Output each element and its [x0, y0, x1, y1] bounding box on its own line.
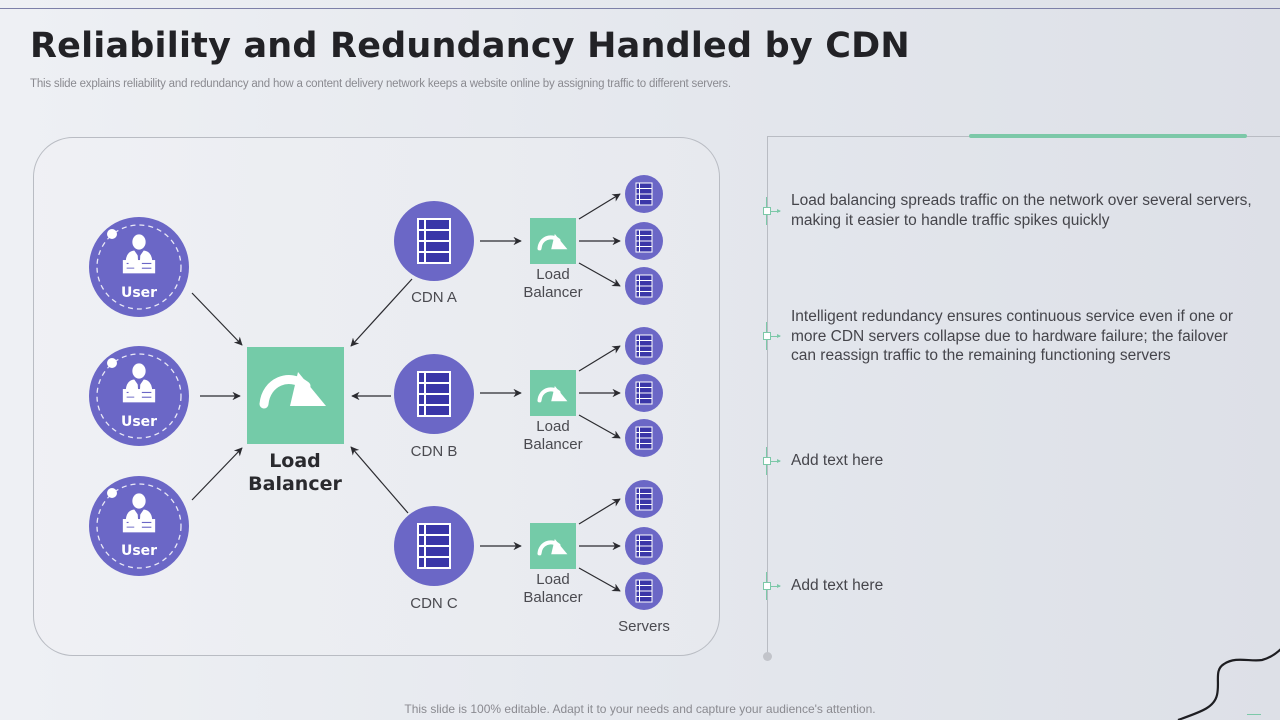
server-rack-icon [635, 229, 653, 253]
arrow-lb-to-server [578, 193, 621, 220]
user-node [89, 217, 189, 317]
decorative-arrow [1247, 714, 1261, 715]
server-rack-icon [635, 334, 653, 358]
user-label: User [120, 414, 158, 430]
label-line: Balancer [523, 284, 583, 301]
square-marker-icon [763, 207, 771, 215]
timeline-accent-bar [969, 134, 1247, 138]
main-load-balancer [247, 347, 344, 444]
cdn-c-load-balancer-label: Load Balancer [523, 571, 582, 607]
server-node [625, 374, 663, 412]
cdn-b-label: CDN B [410, 443, 458, 460]
label-line: Load [536, 418, 570, 435]
user-label: User [120, 285, 158, 301]
server-rack-icon [417, 371, 451, 417]
timeline-point-text: Add text here [791, 452, 884, 469]
user-node [89, 476, 189, 576]
arrow-user3-to-lb [191, 447, 243, 501]
arrow-right-icon [771, 584, 781, 588]
server-rack-icon [635, 579, 653, 603]
square-marker-icon [763, 582, 771, 590]
server-node [625, 419, 663, 457]
arrow-user1-to-lb [191, 292, 243, 346]
arrow-lb-to-server [578, 262, 621, 287]
cdn-b-load-balancer [530, 370, 576, 416]
label-line: Balancer [523, 436, 583, 453]
cdn-b-node [394, 354, 474, 434]
server-node [625, 327, 663, 365]
cdn-a-load-balancer [530, 218, 576, 264]
cdn-c-load-balancer [530, 523, 576, 569]
cdn-c-node [394, 506, 474, 586]
user-node [89, 346, 189, 446]
arrow-right-icon [771, 334, 781, 338]
user-label: User [120, 543, 158, 559]
square-marker-icon [763, 457, 771, 465]
arrow-lb-to-server [578, 498, 621, 525]
server-rack-icon [635, 426, 653, 450]
server-rack-icon [635, 182, 653, 206]
label-line: Balancer [248, 473, 342, 495]
arrow-lb-to-server [578, 345, 621, 372]
square-marker-icon [763, 332, 771, 340]
cdn-a-label: CDN A [411, 289, 457, 306]
servers-label: Servers [618, 618, 670, 635]
server-node [625, 572, 663, 610]
decorative-wave [1177, 648, 1280, 720]
server-node [625, 222, 663, 260]
server-rack-icon [635, 274, 653, 298]
cdn-a-node [394, 201, 474, 281]
timeline-point-text: Intelligent redundancy ensures continuou… [791, 308, 1234, 364]
arrow-right-icon [771, 209, 781, 213]
page-subtitle: This slide explains reliability and redu… [30, 78, 731, 90]
label-line: Balancer [523, 589, 583, 606]
server-node [625, 480, 663, 518]
timeline-point-text: Load balancing spreads traffic on the ne… [791, 192, 1252, 229]
server-rack-icon [417, 218, 451, 264]
timeline-vertical-line [767, 137, 768, 657]
footer-note: This slide is 100% editable. Adapt it to… [404, 702, 876, 716]
server-rack-icon [635, 487, 653, 511]
timeline-end-dot [763, 652, 772, 661]
server-rack-icon [417, 523, 451, 569]
server-rack-icon [635, 381, 653, 405]
timeline-point-text: Add text here [791, 577, 884, 594]
cdn-c-label: CDN C [410, 595, 458, 612]
label-line: Load [536, 571, 570, 588]
server-node [625, 175, 663, 213]
server-node [625, 527, 663, 565]
label-line: Load [269, 450, 321, 472]
server-rack-icon [635, 534, 653, 558]
arrow-cdnA-to-lb [350, 278, 413, 347]
server-node [625, 267, 663, 305]
arrow-right-icon [771, 459, 781, 463]
cdn-b-load-balancer-label: Load Balancer [523, 418, 582, 454]
main-load-balancer-label: Load Balancer [248, 450, 342, 496]
cdn-a-load-balancer-label: Load Balancer [523, 266, 582, 302]
page-title: Reliability and Redundancy Handled by CD… [30, 26, 910, 66]
top-rule [0, 8, 1280, 9]
label-line: Load [536, 266, 570, 283]
arrow-cdnC-to-lb [350, 446, 409, 514]
arrow-lb-to-server [578, 567, 621, 592]
arrow-lb-to-server [578, 414, 621, 439]
